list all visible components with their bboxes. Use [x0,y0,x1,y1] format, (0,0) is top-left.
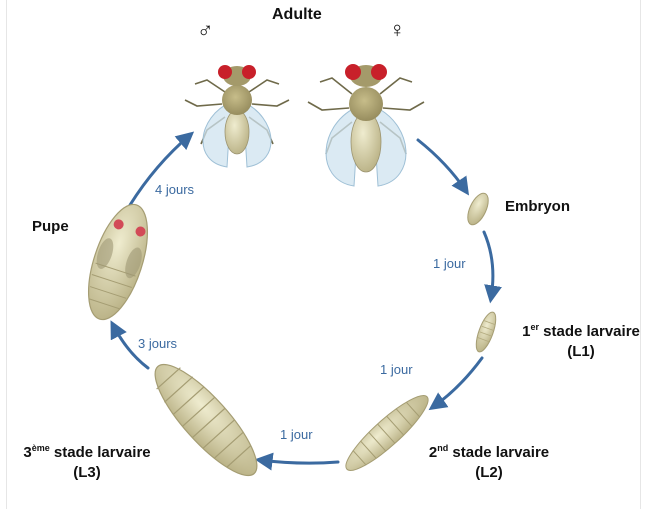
label-embryo: Embryon [505,197,570,217]
male-fly-illustration [185,65,289,167]
diagram-title: Adulte [272,5,322,25]
label-l3-suffix: ème [32,443,50,453]
arrow-l1-to-l2 [433,358,482,407]
label-l1-suffix: er [530,322,539,332]
label-l1-code: (L1) [567,343,595,360]
label-l3-text: stade larvaire [50,444,151,461]
label-l3: 3ème stade larvaire (L3) [6,443,168,483]
duration-l2-to-l3: 1 jour [280,427,313,442]
duration-embryo-to-l1: 1 jour [433,256,466,271]
l1-larva-illustration [472,310,500,354]
duration-l3-to-pupa: 3 jours [138,336,177,351]
female-symbol: ♀ [389,20,406,40]
embryo-illustration [464,190,493,228]
label-l1-text: stade larvaire [539,323,640,340]
label-pupa: Pupe [32,217,69,237]
pupa-illustration [77,198,160,327]
label-l3-code: (L3) [73,464,101,481]
male-symbol: ♂ [197,20,214,40]
duration-l1-to-l2: 1 jour [380,362,413,377]
label-l2: 2nd stade larvaire (L2) [414,443,564,483]
label-l2-text: stade larvaire [448,444,549,461]
label-l2-suffix: nd [437,443,448,453]
arrow-embryo-to-l1 [484,232,493,298]
female-fly-illustration [308,64,424,186]
label-l3-number: 3 [23,444,31,461]
label-l2-number: 2 [429,444,437,461]
duration-pupa-to-adult: 4 jours [155,182,194,197]
label-l2-code: (L2) [475,464,503,481]
arrow-l2-to-l3 [260,460,338,463]
arrow-adult-to-embryo [418,140,466,191]
label-l1: 1er stade larvaire (L1) [506,322,654,362]
